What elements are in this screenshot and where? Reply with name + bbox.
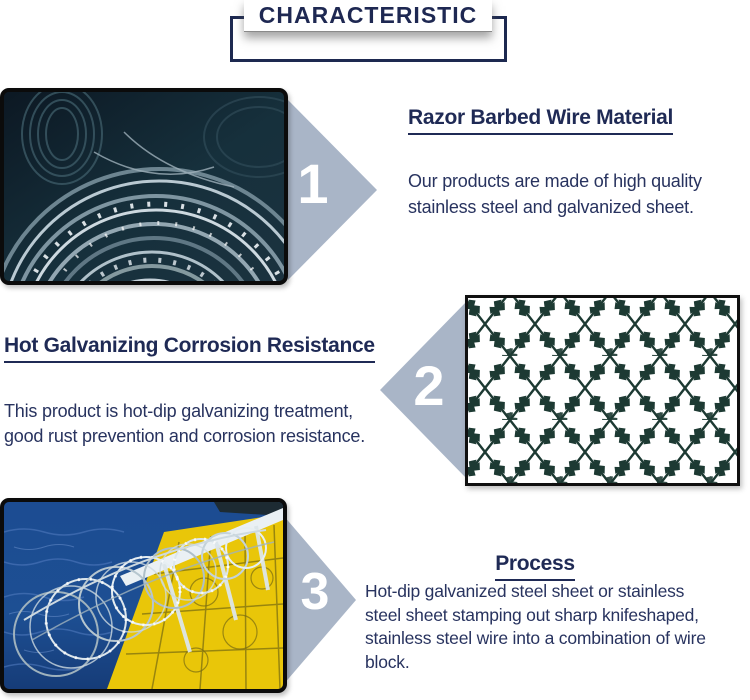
section3-body-line3: stainless steel wire into a combination … xyxy=(365,628,706,648)
welded-razor-mesh-photo xyxy=(465,295,740,486)
ship-razor-wire-art xyxy=(4,502,283,689)
title-banner: CHARACTERISTIC xyxy=(244,0,492,32)
arrow-right-icon xyxy=(288,100,377,280)
razor-wire-coils-art xyxy=(4,92,284,281)
section1-body-line1: Our products are made of high quality xyxy=(408,171,702,191)
section3-body-line1: Hot-dip galvanized steel sheet or stainl… xyxy=(365,581,685,601)
section1-heading: Razor Barbed Wire Material xyxy=(408,106,673,135)
section3-body: Hot-dip galvanized steel sheet or stainl… xyxy=(365,580,706,674)
section3-body-line2: steel sheet stamping out sharp knifeshap… xyxy=(365,604,699,625)
section2-body: This product is hot-dip galvanizing trea… xyxy=(4,399,365,449)
razor-wire-fence-sea-photo xyxy=(0,498,287,693)
arrow-left-icon xyxy=(380,300,468,480)
section1-body-line2: stainless steel and galvanized sheet. xyxy=(408,197,694,217)
step-number-1: 1 xyxy=(297,152,329,215)
section3-body-line4: block. xyxy=(365,651,410,672)
section1-body: Our products are made of high quality st… xyxy=(408,168,702,220)
step-number-2: 2 xyxy=(413,354,445,417)
section3-heading: Process xyxy=(365,552,705,581)
section2-body-line1: This product is hot-dip galvanizing trea… xyxy=(4,401,353,421)
page-title: CHARACTERISTIC xyxy=(258,2,478,28)
arrow-right-icon xyxy=(283,515,356,685)
razor-mesh-art xyxy=(468,298,737,483)
step-number-3: 3 xyxy=(300,563,330,621)
section2-heading: Hot Galvanizing Corrosion Resistance xyxy=(4,334,375,363)
section2-body-line2: good rust prevention and corrosion resis… xyxy=(4,426,366,446)
razor-wire-coils-photo xyxy=(0,88,288,285)
